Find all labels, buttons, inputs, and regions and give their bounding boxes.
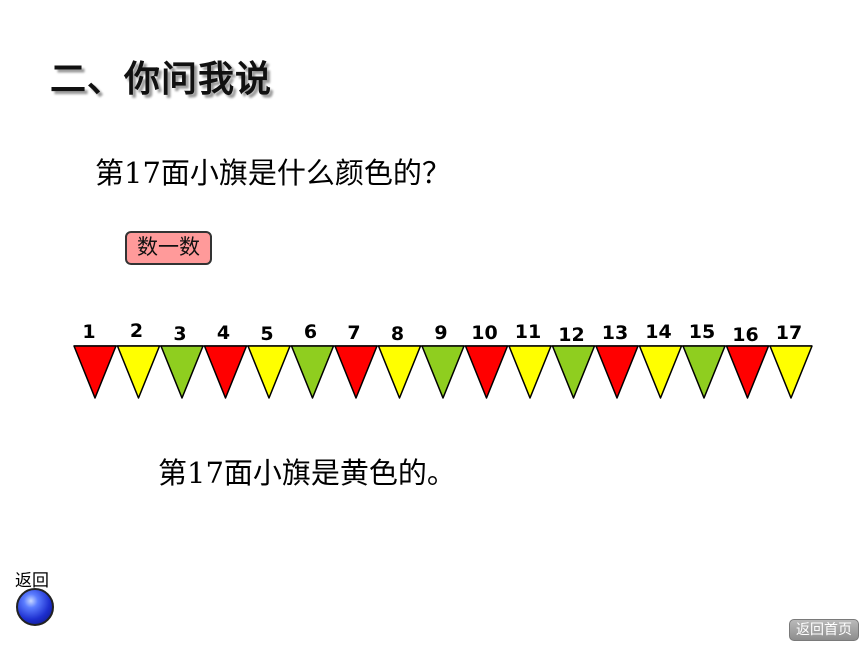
flag-number-5: 5 [260, 323, 273, 345]
flag-number-3: 3 [173, 323, 186, 345]
flag-number-12: 12 [558, 324, 584, 346]
flag-number-15: 15 [689, 321, 715, 343]
flag-11 [508, 345, 552, 399]
flag-number-13: 13 [602, 322, 628, 344]
flag-number-17: 17 [776, 322, 802, 344]
back-button[interactable] [16, 588, 54, 626]
flag-number-7: 7 [347, 322, 360, 344]
flag-number-4: 4 [217, 322, 230, 344]
flag-number-6: 6 [304, 321, 317, 343]
flag-number-9: 9 [434, 322, 447, 344]
flag-9 [421, 345, 465, 399]
flag-8 [377, 345, 422, 399]
flag-2 [116, 345, 161, 399]
count-button[interactable]: 数一数 [125, 231, 212, 265]
flag-10 [464, 345, 509, 399]
home-button[interactable]: 返回首页 [789, 619, 859, 641]
flag-1 [73, 345, 117, 399]
flag-13 [595, 345, 639, 399]
flag-4 [203, 345, 248, 399]
flag-number-11: 11 [515, 321, 541, 343]
flag-6 [290, 345, 335, 399]
flag-16 [725, 345, 770, 399]
flag-number-10: 10 [471, 322, 497, 344]
flag-number-2: 2 [130, 320, 143, 342]
question-text: 第17面小旗是什么颜色的？ [95, 156, 451, 190]
flag-5 [247, 345, 291, 399]
flag-7 [334, 345, 378, 399]
back-label: 返回 [15, 571, 49, 591]
page-title: 二、你问我说 [50, 59, 273, 100]
answer-text: 第17面小旗是黄色的。 [158, 456, 456, 490]
flag-number-16: 16 [732, 324, 758, 346]
flag-number-8: 8 [391, 323, 404, 345]
flag-15 [682, 345, 726, 399]
flag-number-14: 14 [645, 321, 671, 343]
flag-12 [551, 345, 596, 399]
flag-17 [769, 345, 813, 399]
flag-number-1: 1 [82, 321, 95, 343]
flag-14 [638, 345, 683, 399]
flag-3 [160, 345, 204, 399]
